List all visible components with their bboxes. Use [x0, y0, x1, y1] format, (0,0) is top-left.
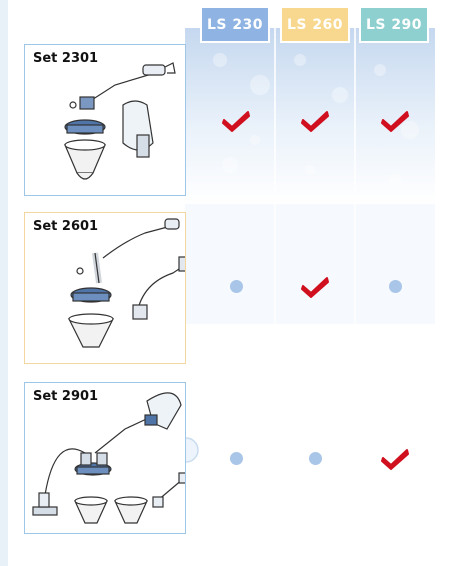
nebulizer-set-illustration — [68, 218, 185, 348]
unavailable-dot-icon — [216, 271, 256, 301]
column-header-ls230: LS 230 — [202, 8, 268, 41]
column-header-ls290: LS 290 — [361, 8, 427, 41]
checkmark-icon — [375, 105, 415, 135]
column-header-label: LS 290 — [365, 16, 423, 33]
set-2901-card: Set 2901 — [24, 382, 186, 534]
set-2301-card: Set 2301 — [24, 44, 186, 196]
set-name: Set 2301 — [33, 51, 99, 66]
checkmark-icon — [295, 105, 335, 135]
checkmark-icon — [375, 443, 415, 473]
left-edge-stripe — [0, 0, 8, 566]
nebulizer-set-illustration — [32, 392, 185, 524]
unavailable-dot-icon — [375, 271, 415, 301]
checkmark-icon — [216, 105, 256, 135]
unavailable-dot-icon — [216, 443, 256, 473]
set-2601-card: Set 2601 — [24, 212, 186, 364]
column-header-label: LS 230 — [206, 16, 264, 33]
column-header-label: LS 260 — [286, 16, 344, 33]
checkmark-icon — [295, 271, 335, 301]
unavailable-dot-icon — [295, 443, 335, 473]
nebulizer-set-illustration — [64, 62, 176, 180]
set-name: Set 2601 — [33, 219, 99, 234]
set-name: Set 2901 — [33, 389, 99, 404]
column-header-ls260: LS 260 — [282, 8, 348, 41]
